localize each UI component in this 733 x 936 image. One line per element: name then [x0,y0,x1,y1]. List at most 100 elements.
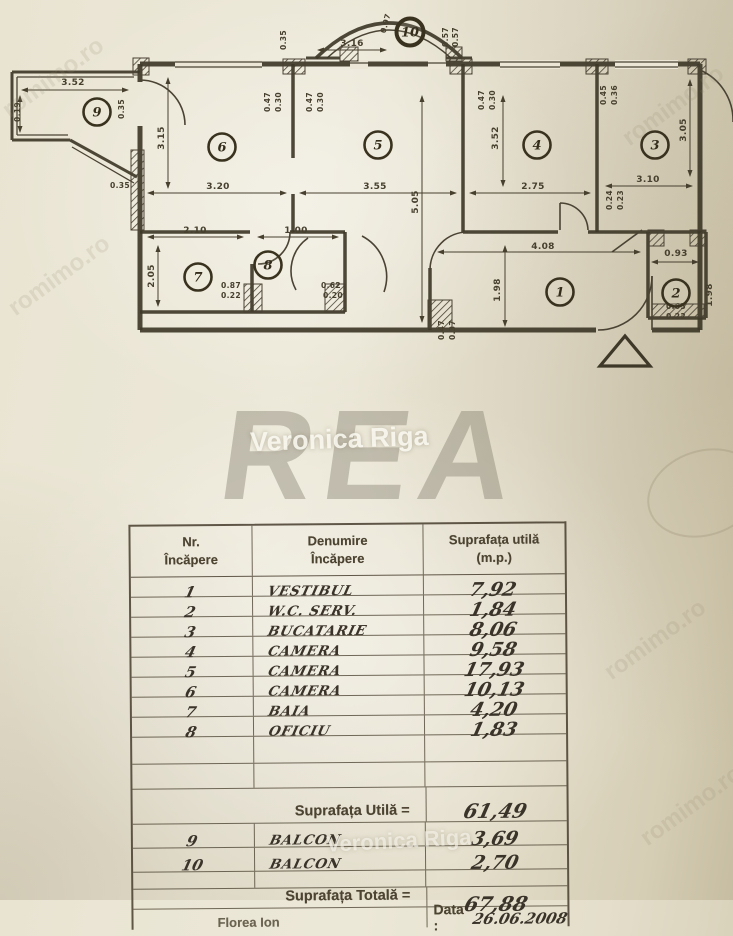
footer-row: Florea Ion Data : 26.06.2008 [133,901,570,933]
dimension-label: 0.24 [605,190,614,210]
dimension-label: 3.10 [636,175,659,185]
dimension-label: 0.20 [323,291,343,300]
row-nr: 10 [179,855,205,874]
room-marker-number: 7 [193,271,202,286]
dimension-label: 3.16 [340,39,363,49]
header-denumire-line2: Încăpere [310,550,365,566]
dimension-label: 0.35 [279,30,288,50]
dimension-label: 0.87 [221,281,241,290]
date-label: Data : [433,901,464,934]
balcony-9-walls [10,70,140,184]
dimension-label: 5.05 [411,190,421,213]
room-marker-circle [522,130,552,160]
dimension-label: 0.22 [666,312,686,321]
dimension-label: 0.57 [441,27,450,47]
watermark-site: romimo.ro [635,759,733,852]
dimension-label: 4.08 [531,242,554,252]
dimension-label: 3.05 [679,118,689,141]
faint-stamp-ellipse [635,434,733,552]
entrance-triangle [596,333,654,368]
dimension-label: 0.30 [274,92,283,112]
header-nr-line2: Încăpere [164,551,218,567]
room-marker-circle [640,130,670,160]
total-label: Suprafața Totală = [285,887,411,905]
dimension-label: 0.47 [305,92,314,112]
dimension-lines [17,47,699,327]
dimension-label: 0.22 [221,291,241,300]
windows [175,60,678,69]
room-marker-number: 4 [532,139,541,154]
dimension-label: 0.30 [488,90,497,110]
dimension-label: 3.20 [206,182,229,192]
dimension-label: 0.47 [263,92,272,112]
dimension-labels: 3.20 3.55 2.75 3.10 3.15 5.05 3.52 3.05 2.10 1.00… [13,13,715,340]
subtotal-value: 61,49 [460,798,530,824]
dimension-label: 0.47 [477,90,486,110]
dimension-label: 1.98 [705,283,715,306]
dimension-label: 0.45 [599,85,608,105]
dimension-label: 0.35 [110,181,130,190]
room-marker-circle [82,97,112,127]
row-name: BALCON [267,831,343,849]
dimension-label: 0.62 [321,281,341,290]
room-marker-circle [183,262,213,292]
room-marker-number: 5 [373,139,382,154]
room-marker-number: 8 [263,259,272,274]
room-marker-circle [363,130,393,160]
dimension-label: 0.30 [316,92,325,112]
room-marker-number: 9 [92,106,101,121]
watermark-agent-name: Veronica Riga [249,420,430,458]
dimension-label: 0.35 [117,99,126,119]
dimension-label: 2.75 [521,182,544,192]
watermark-site: romimo.ro [599,593,711,686]
dimension-label: 3.52 [491,126,501,149]
room-markers: 1 2 3 4 5 6 7 8 9 10 [82,16,691,308]
dimension-label: 0.47 [437,320,446,340]
dimension-label: 0.57 [451,27,460,47]
dimension-label: 0.19 [13,102,22,122]
row-name: BALCON [267,855,343,873]
dimension-label: 0.37 [448,320,457,340]
room-marker-circle [207,132,237,162]
door-arcs [139,69,733,331]
dimension-label: 0.93 [664,249,687,259]
room-marker-number: 2 [670,287,680,302]
subtotal-row: Suprafața Utilă = 61,49 [132,786,567,825]
dimension-label: 3.15 [157,126,167,149]
dimension-label: 3.52 [61,78,84,88]
room-marker-number: 10 [401,26,419,41]
floor-plan: 3.20 3.55 2.75 3.10 3.15 5.05 3.52 3.05 2.10 1.00… [10,13,733,368]
header-nr-line1: Nr. [182,533,200,549]
room-marker-circle [394,16,426,48]
row-nr: 9 [184,831,200,850]
dimension-label: 1.00 [284,226,307,236]
dimension-label: 0.23 [616,190,625,210]
dimension-label: 0.36 [610,85,619,105]
dimension-label: 3.55 [363,182,386,192]
dimension-label: 2.05 [147,264,157,287]
header-suprafata-line1: Suprafața utilă [448,531,540,547]
room-marker-number: 3 [650,139,659,154]
room-areas-table: Nr. Încăpere Denumire Încăpere Suprafața… [128,521,570,933]
signature-text: Florea Ion [217,914,280,931]
interior-walls [140,64,708,330]
dimension-label: 2.10 [183,226,206,236]
table-row-empty [132,734,567,765]
watermark-rea: REA [211,384,533,527]
room-marker-number: 6 [217,141,226,156]
date-value: 26.06.2008 [470,909,570,929]
dimension-label: 1.98 [493,278,503,301]
room-marker-circle [253,250,283,280]
table-header-row: Nr. Încăpere Denumire Încăpere Suprafața… [130,523,565,578]
header-suprafata-line2: (m.p.) [476,549,512,565]
room-marker-circle [661,278,691,308]
room-marker-circle [545,277,575,307]
subtotal-label: Suprafața Utilă = [294,802,410,820]
room-marker-number: 1 [555,286,564,301]
header-denumire-line1: Denumire [307,532,368,548]
